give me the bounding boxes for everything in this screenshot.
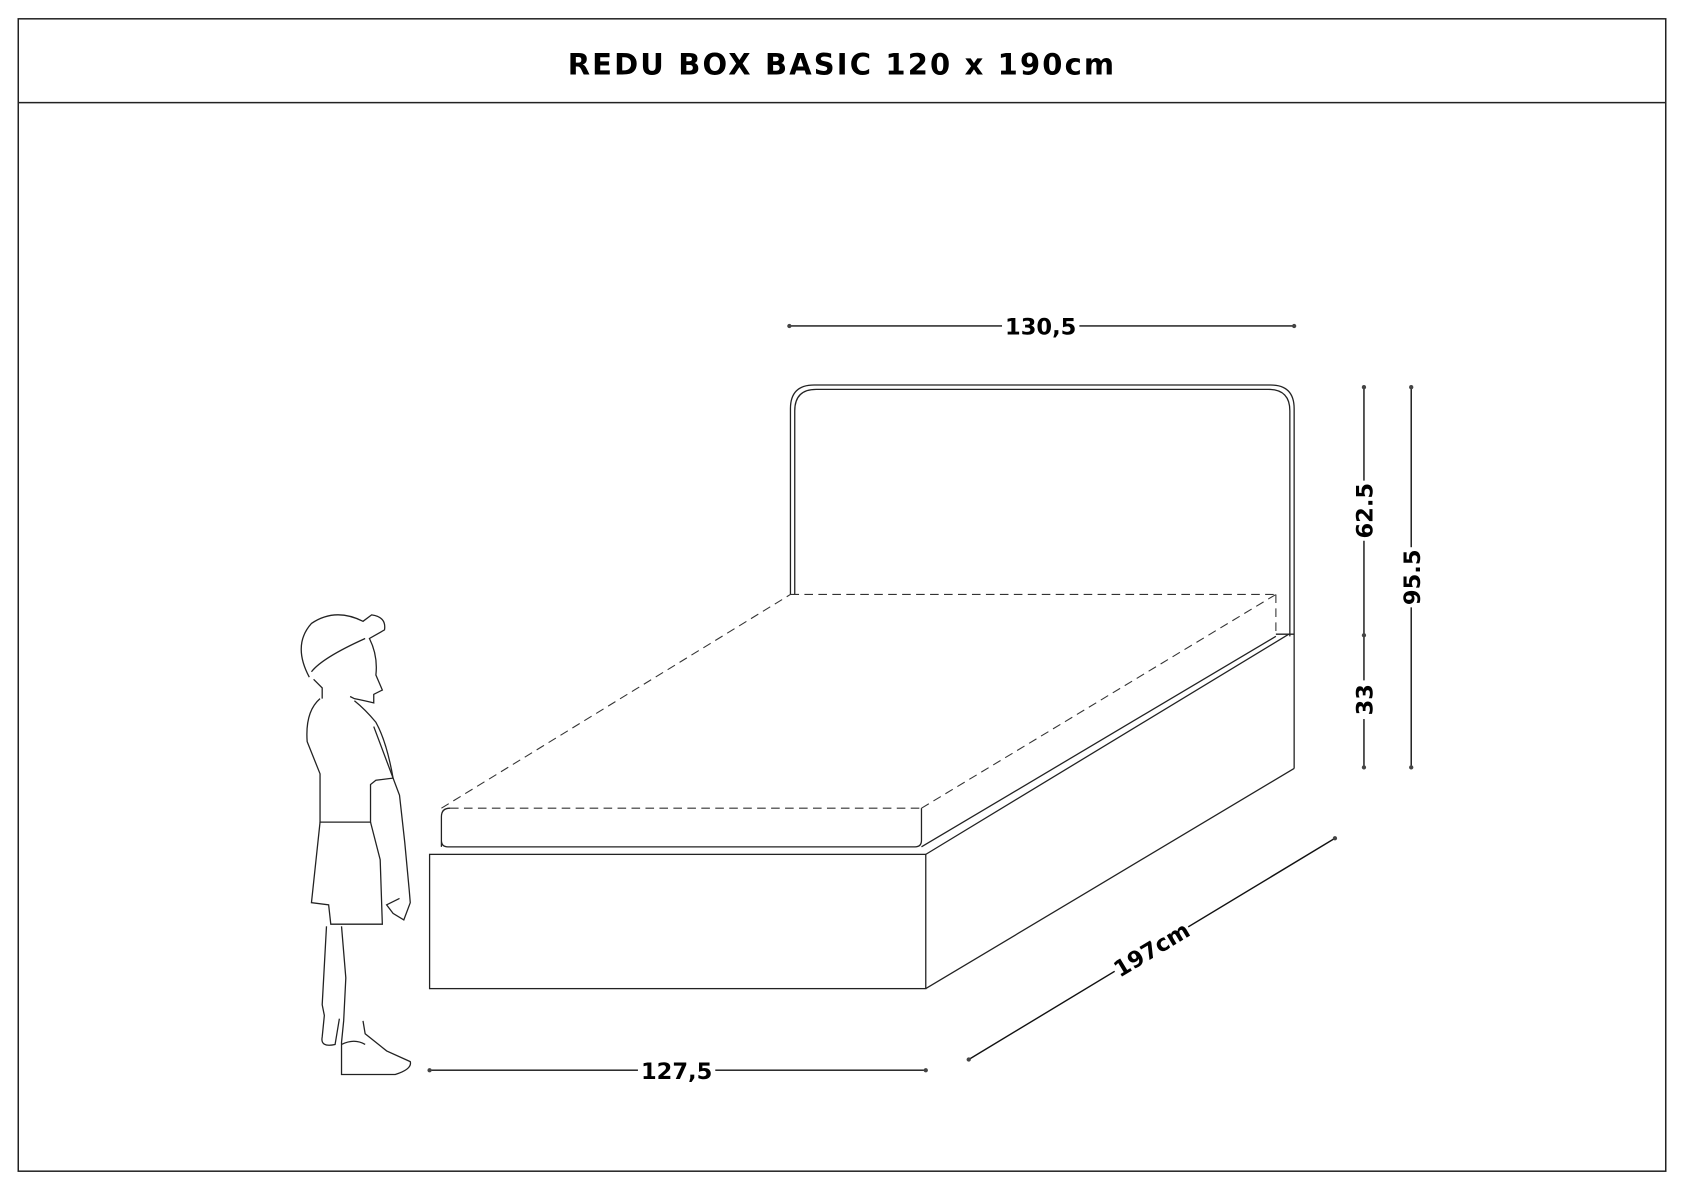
bed-base-bottom-edge bbox=[925, 767, 1295, 990]
headboard-width-label: 130,5 bbox=[1005, 315, 1076, 341]
mattress-side bbox=[921, 635, 1277, 848]
mattress-top-right-edge bbox=[921, 594, 1277, 809]
mattress-front bbox=[440, 807, 923, 848]
dimension-length: 197cm bbox=[966, 836, 1338, 1062]
mattress-top-left-edge bbox=[441, 594, 791, 809]
dimension-total-height: 95.5 bbox=[1397, 385, 1426, 770]
dimension-partial-heights: 62.5 33 bbox=[1349, 385, 1379, 770]
outer-frame bbox=[17, 18, 1667, 1172]
drawing-title: REDU BOX BASIC 120 x 190cm bbox=[568, 48, 1117, 82]
total-height-label: 95.5 bbox=[1400, 549, 1426, 605]
dimension-headboard-width: 130,5 bbox=[787, 309, 1297, 341]
bed-base-front bbox=[428, 853, 927, 990]
headboard-height-label: 62.5 bbox=[1353, 483, 1379, 539]
base-width-label: 127,5 bbox=[641, 1059, 712, 1085]
base-height-label: 33 bbox=[1353, 684, 1379, 715]
child-scale-figure bbox=[300, 614, 412, 1076]
headboard bbox=[789, 384, 1295, 769]
bed-base-top-edge bbox=[925, 633, 1290, 855]
headboard-inner-edge bbox=[794, 388, 1291, 637]
dimension-base-width: 127,5 bbox=[427, 1055, 928, 1086]
